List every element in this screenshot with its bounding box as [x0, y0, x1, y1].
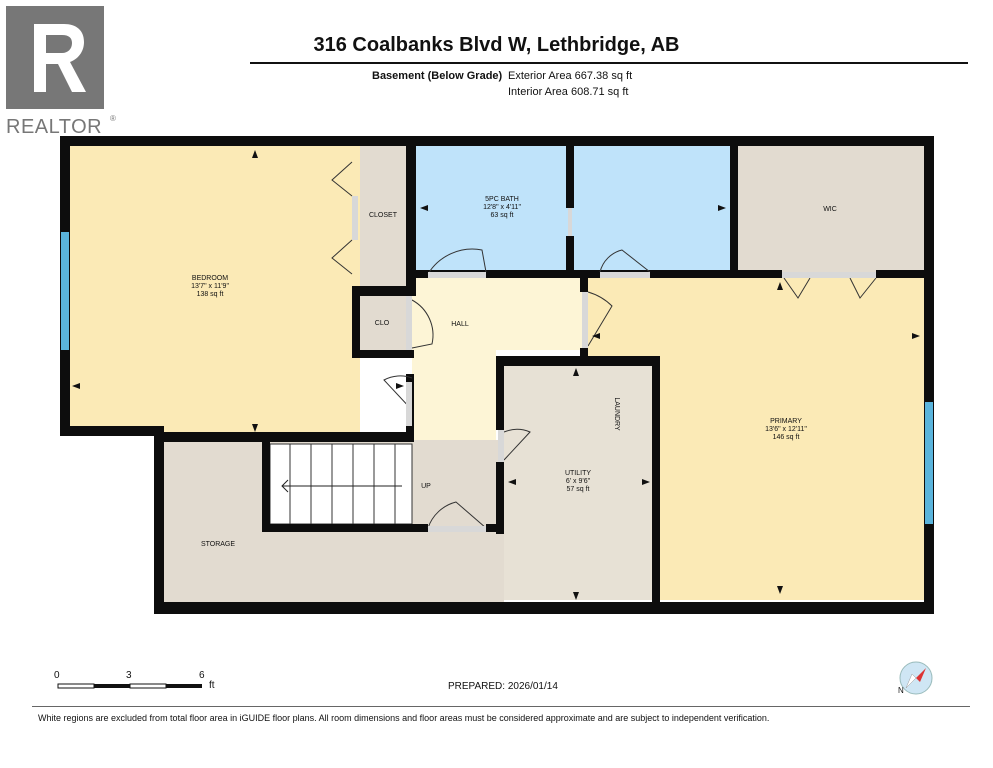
walls [60, 136, 934, 614]
clo-label: CLO [374, 320, 390, 327]
realtor-logo-text: REALTOR [6, 116, 103, 138]
footer-disclaimer: White regions are excluded from total fl… [38, 713, 770, 723]
scale-tick-6: 6 [199, 670, 205, 681]
bedroom-window [61, 232, 69, 350]
utility-fill [504, 364, 654, 600]
primary-dims: 13'6" x 12'11" [765, 426, 807, 433]
compass-icon: N [898, 660, 934, 696]
doors [331, 161, 877, 529]
utility-dims: 6' x 9'6" [565, 478, 591, 485]
title-divider [250, 62, 968, 64]
compass-graphic [899, 661, 933, 695]
bedroom-dims: 13'7" x 11'9" [191, 283, 229, 290]
scale-tick-3: 3 [126, 670, 132, 681]
staircase [269, 443, 413, 525]
bath-dims: 12'8" x 4'11" [483, 204, 521, 211]
bedroom-area: 138 sq ft [196, 291, 224, 298]
realtor-logo-mark [6, 6, 104, 109]
utility-label: UTILITY 6' x 9'6" 57 sq ft [548, 470, 608, 494]
primary-name: PRIMARY [770, 418, 802, 425]
realtor-logo: REALTOR ® [6, 6, 116, 138]
bath-label: 5PC BATH 12'8" x 4'11" 63 sq ft [462, 196, 542, 220]
clo-fill [360, 296, 410, 354]
primary-label: PRIMARY 13'6" x 12'11" 146 sq ft [750, 418, 822, 442]
primary-window [925, 402, 933, 524]
primary-area: 146 sq ft [772, 434, 800, 441]
hall-label: HALL [451, 321, 469, 328]
compass-north-label: N [898, 686, 904, 695]
bedroom-name: BEDROOM [191, 275, 229, 282]
door-gaps [352, 196, 876, 532]
wic-fill [738, 146, 924, 274]
page-title: 316 Coalbanks Blvd W, Lethbridge, AB [313, 34, 680, 56]
bedroom-fill [70, 146, 360, 436]
registered-mark: ® [110, 114, 116, 123]
level-label: Basement (Below Grade) [372, 70, 503, 82]
prepared-date: PREPARED: 2026/01/14 [448, 681, 558, 692]
exterior-area: Exterior Area 667.38 sq ft [508, 70, 633, 82]
bath-name: 5PC BATH [485, 196, 519, 203]
bedroom-label: BEDROOM 13'7" x 11'9" 138 sq ft [170, 275, 250, 299]
scale-tick-0: 0 [54, 670, 60, 681]
storage-label: STORAGE [200, 541, 236, 548]
interior-area: Interior Area 608.71 sq ft [508, 86, 629, 98]
up-label: UP [421, 483, 431, 490]
wic-label: WIC [823, 206, 837, 213]
utility-name: UTILITY [564, 470, 592, 477]
closet-label: CLOSET [368, 212, 397, 219]
scale-unit: ft [209, 680, 215, 691]
footer-divider [32, 706, 970, 707]
realtor-r-icon [6, 6, 104, 109]
dimension-arrows [72, 150, 920, 600]
closet-fill [360, 146, 410, 286]
hall-fill [412, 278, 588, 350]
bath-area: 63 sq ft [490, 212, 514, 219]
utility-area: 57 sq ft [566, 486, 590, 493]
